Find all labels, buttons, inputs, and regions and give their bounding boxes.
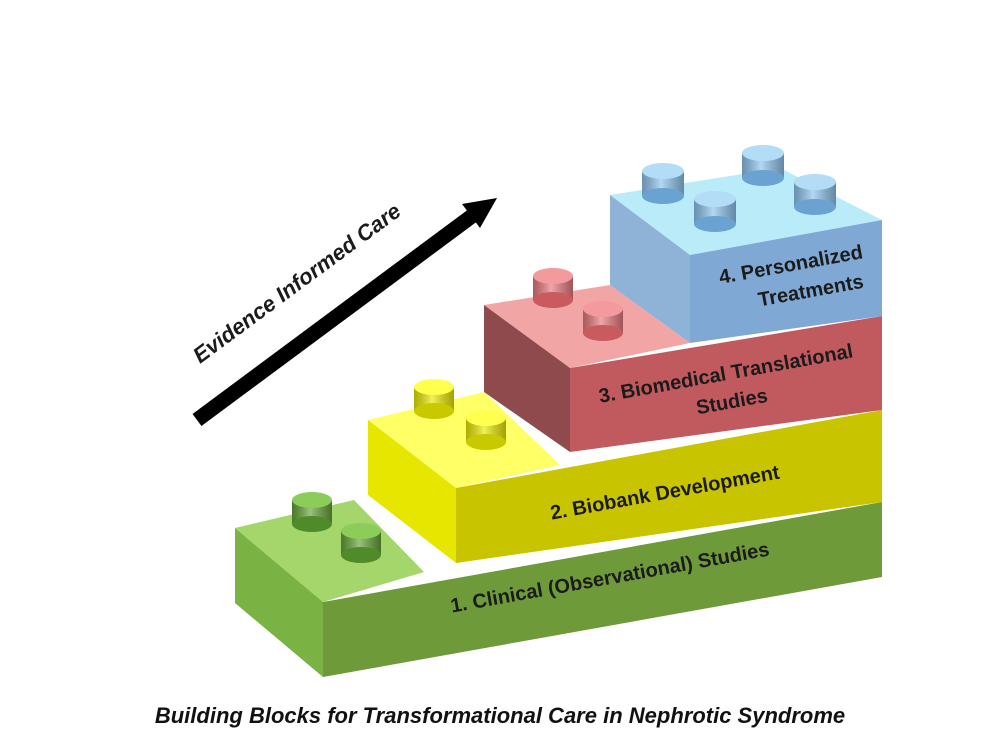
block-4-stud [794, 174, 836, 215]
block-2-stud [414, 379, 454, 419]
block-3-stud [583, 301, 623, 341]
diagram-caption: Building Blocks for Transformational Car… [154, 703, 846, 728]
block-1-clinical-studies: 1. Clinical (Observational) Studies [235, 492, 882, 677]
block-2-stud [466, 410, 506, 450]
evidence-arrow [192, 198, 497, 427]
block-4-stud [642, 163, 684, 204]
block-3-biomedical-translational: 3. Biomedical Translational Studies [484, 268, 882, 452]
block-4-personalized-treatments: 4. Personalized Treatments [610, 145, 882, 343]
block-3-stud [533, 268, 573, 308]
block-4-stud [694, 191, 736, 232]
block-1-stud [292, 492, 332, 532]
block-1-stud [341, 523, 381, 563]
block-4-stud [742, 145, 784, 186]
block-2-biobank: 2. Biobank Development [368, 379, 882, 563]
